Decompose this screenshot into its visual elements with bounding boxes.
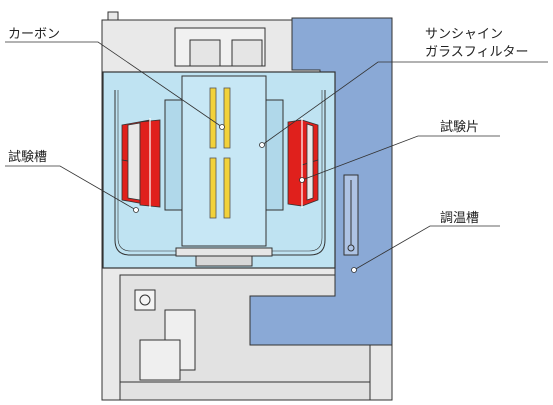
leader-lines bbox=[5, 41, 548, 273]
label-carbon: カーボン bbox=[8, 27, 60, 42]
test-piece-left bbox=[121, 118, 161, 208]
label-sunshine-line1: サンシャイン bbox=[425, 27, 503, 42]
temperature-duct bbox=[249, 17, 393, 346]
label-sunshine-line2: ガラスフィルター bbox=[425, 45, 528, 60]
carbon-rods bbox=[209, 87, 231, 219]
label-test-piece: 試験片 bbox=[440, 119, 479, 135]
label-temp-chamber: 調温槽 bbox=[440, 211, 479, 226]
label-test-chamber: 試験槽 bbox=[8, 149, 47, 165]
test-piece-right bbox=[287, 118, 319, 208]
